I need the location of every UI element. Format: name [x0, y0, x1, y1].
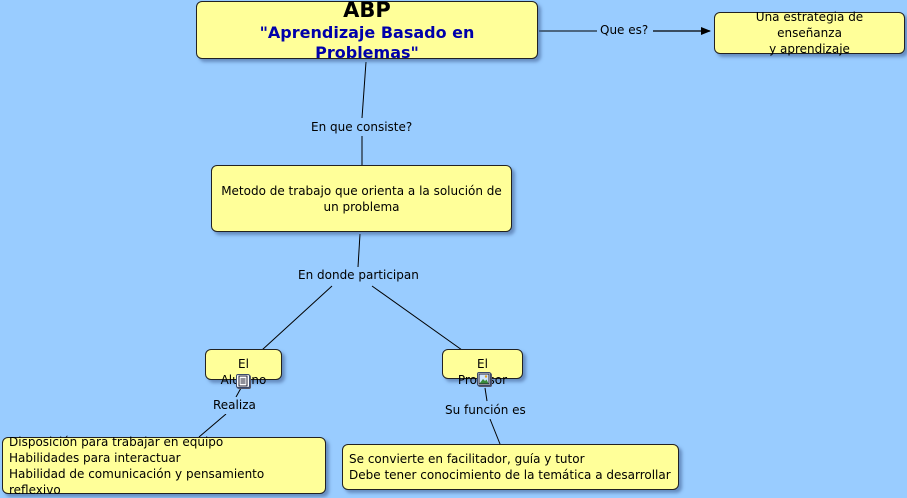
definition-line-1: Una estrategia de enseñanza — [755, 10, 864, 40]
student-concept[interactable]: El Alumno — [205, 349, 282, 387]
definition-concept[interactable]: Una estrategia de enseñanza y aprendizaj… — [714, 10, 905, 56]
teacher-role-item: Debe tener conocimiento de la temática a… — [349, 468, 671, 482]
method-concept[interactable]: Metodo de trabajo que orienta a la soluc… — [211, 165, 512, 232]
definition-line-2: y aprendizaje — [769, 42, 850, 56]
method-line-1: Metodo de trabajo que orienta a la soluc… — [221, 183, 502, 198]
main-concept[interactable]: ABP "Aprendizaje Basado en Problemas" — [196, 0, 538, 62]
student-task-item: Habilidades para interactuar — [9, 450, 181, 465]
link-line-teacher-to-funcion — [484, 387, 488, 402]
link-line-participan-to-student — [261, 285, 333, 351]
link-line-main-to-consiste — [361, 61, 367, 119]
teacher-role-item: Se convierte en facilitador, guía y tuto… — [349, 452, 585, 466]
method-line-2: un problema — [323, 199, 400, 214]
link-label-su-funcion-es[interactable]: Su función es — [442, 402, 529, 419]
document-icon[interactable] — [236, 374, 250, 388]
link-label-en-que-consiste[interactable]: En que consiste? — [308, 119, 416, 136]
student-task-item: Disposición para trabajar en equipo — [9, 434, 224, 449]
image-icon[interactable] — [477, 372, 491, 386]
link-line-funcion-to-teacher-role — [489, 418, 501, 445]
main-concept-title: ABP — [343, 0, 391, 22]
student-tasks-concept[interactable]: Disposición para trabajar en equipo Habi… — [2, 434, 326, 497]
link-line-method-to-participan — [357, 233, 361, 268]
link-line-student-to-realiza — [235, 387, 242, 398]
teacher-role-concept[interactable]: Se convierte en facilitador, guía y tuto… — [342, 444, 679, 490]
link-line-participan-to-teacher — [371, 285, 463, 351]
student-task-item: Habilidad de comunicación y pensamiento … — [9, 466, 265, 497]
main-concept-subtitle: "Aprendizaje Basado en Problemas" — [259, 23, 475, 62]
link-label-que-es[interactable]: Que es? — [597, 22, 652, 39]
link-label-realiza[interactable]: Realiza — [210, 397, 259, 414]
link-label-en-donde-participan[interactable]: En donde participan — [295, 267, 422, 284]
